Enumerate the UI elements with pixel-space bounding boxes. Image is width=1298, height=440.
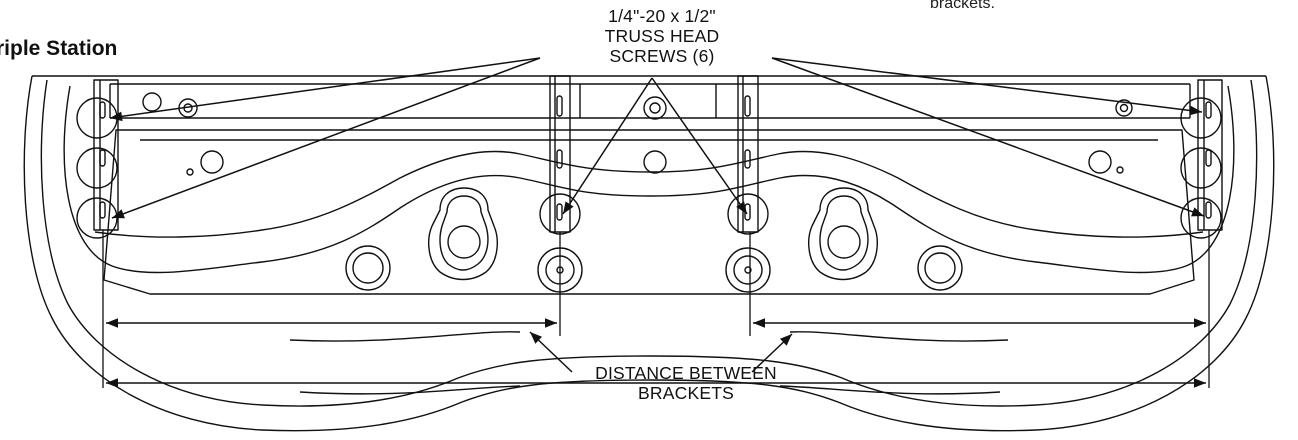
leader-screw-left-bottom [111,57,541,219]
page-title: riple Station [0,37,118,60]
bracket-left [93,79,119,231]
leader-distance-left [529,331,573,373]
drain-right [808,187,878,281]
top-note: brackets. [930,0,995,12]
basin-lip [94,150,1204,238]
callout-distance-line1: DISTANCE BETWEEN [595,363,777,383]
leader-screw-left-top [109,57,541,122]
basin-outline [63,85,1235,274]
leader-screw-center-2 [651,77,748,215]
drain-plate [103,129,1195,295]
callout-screws-line1: 1/4"-20 x 1/2" [608,6,716,26]
callout-screws: 1/4"-20 x 1/2" TRUSS HEAD SCREWS (6) [542,6,782,66]
leader-screw-right-top [771,57,1203,116]
callout-screws-line3: SCREWS (6) [609,45,715,66]
callout-distance: DISTANCE BETWEEN BRACKETS [551,363,821,404]
bracket-center-2 [737,75,759,233]
leader-screw-right-bottom [771,57,1205,217]
leader-distance-right [751,333,793,373]
rim-inner-line [40,79,1258,407]
bracket-right [1197,79,1223,231]
callout-distance-line2: BRACKETS [638,382,734,403]
drain-left [428,187,498,281]
callout-screws-line2: TRUSS HEAD [604,25,720,46]
leader-screw-center-1 [562,77,653,215]
